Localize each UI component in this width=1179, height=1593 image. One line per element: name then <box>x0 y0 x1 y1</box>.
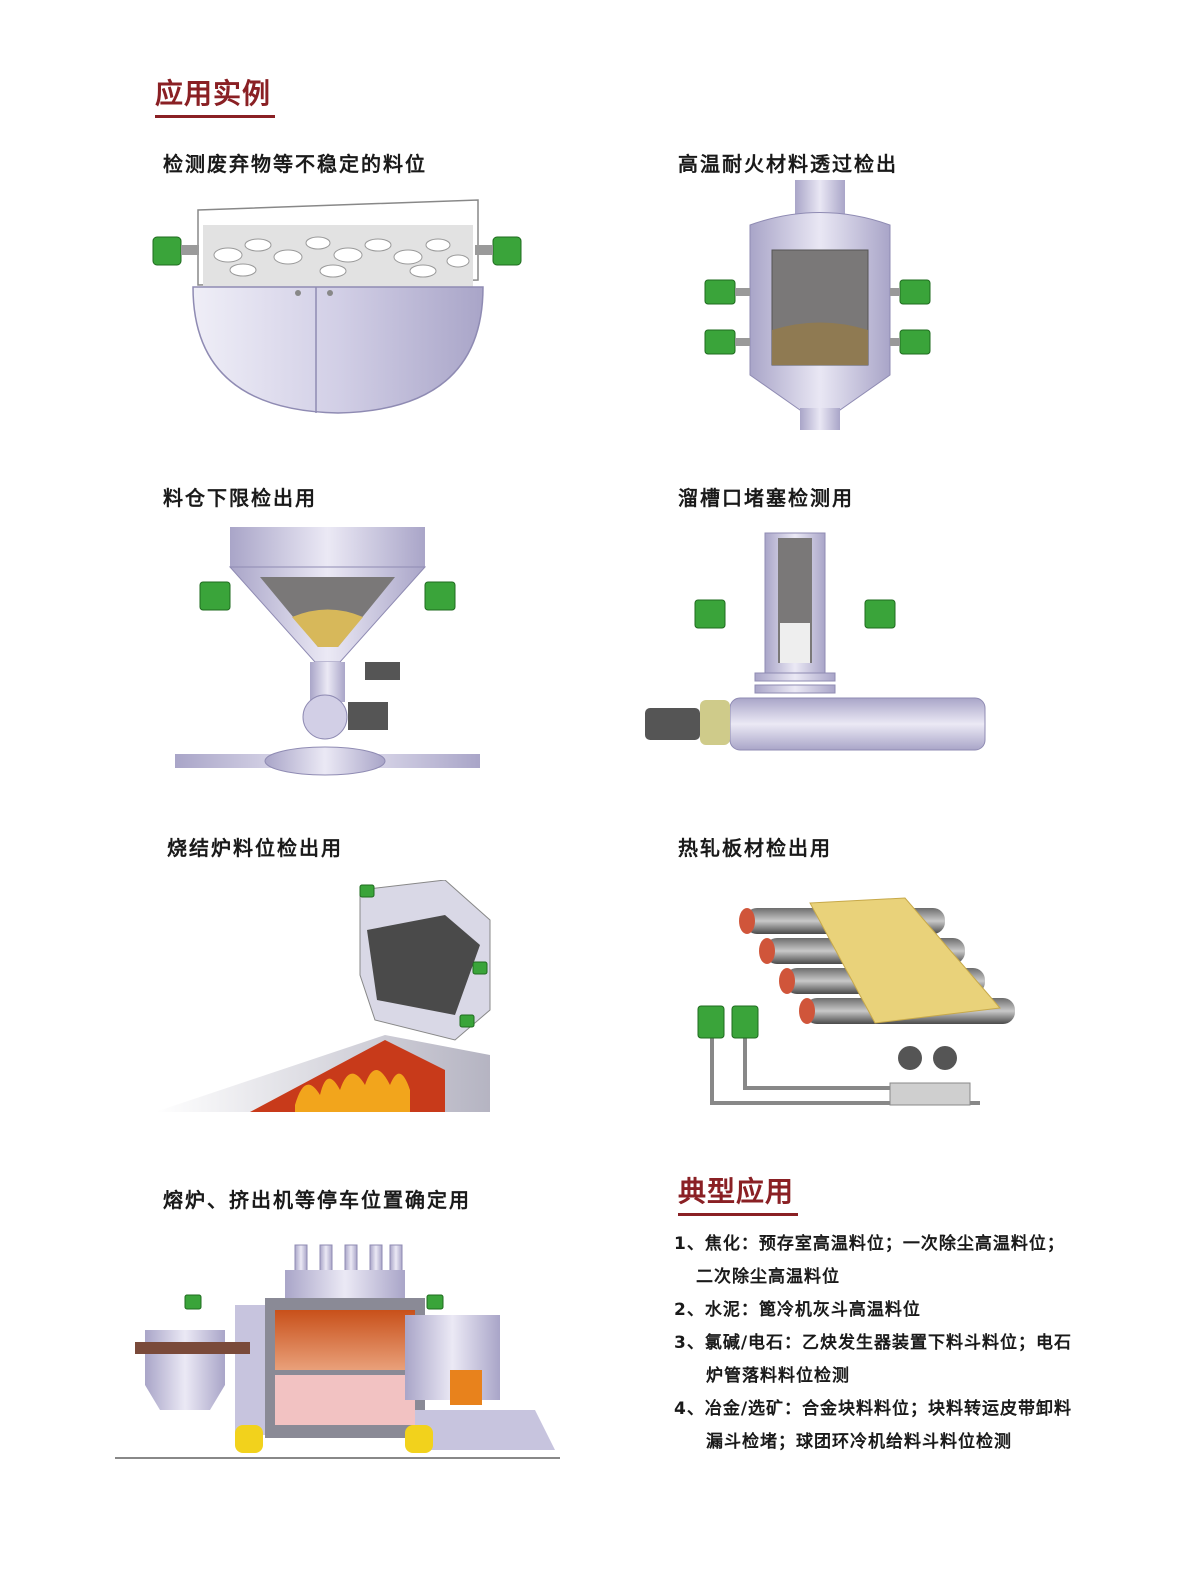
caption-refractory: 高温耐火材料透过检出 <box>678 152 898 176</box>
list-item: 4、冶金/选矿：合金块料料位；块料转运皮带卸料 <box>674 1399 1073 1419</box>
typical-applications-title: 典型应用 <box>678 1170 799 1216</box>
list-item: 2、水泥：篦冷机灰斗高温料位 <box>674 1300 921 1320</box>
list-item: 1、焦化：预存室高温料位；一次除尘高温料位； <box>674 1234 1065 1254</box>
illustration-waste-bin <box>152 199 522 414</box>
illustration-silo-hopper <box>175 527 480 776</box>
list-item: 炉管落料料位检测 <box>706 1366 850 1386</box>
caption-hot-rolled-plate: 热轧板材检出用 <box>678 836 832 860</box>
illustration-melting-furnace <box>115 1244 560 1459</box>
caption-chute-blockage: 溜槽口堵塞检测用 <box>678 486 854 510</box>
caption-waste-level: 检测废弃物等不稳定的料位 <box>163 152 427 176</box>
caption-sinter-furnace: 烧结炉料位检出用 <box>167 836 343 860</box>
illustration-sinter-furnace <box>155 880 491 1112</box>
caption-silo-lower-limit: 料仓下限检出用 <box>163 486 317 510</box>
section-title: 应用实例 <box>155 72 276 118</box>
list-item: 漏斗检堵；球团环冷机给料斗料位检测 <box>706 1432 1012 1452</box>
typical-applications-list: 1、焦化：预存室高温料位；一次除尘高温料位； 二次除尘高温料位 2、水泥：篦冷机… <box>674 1228 1144 1459</box>
list-item: 3、氯碱/电石：乙炔发生器装置下料斗料位；电石 <box>674 1333 1073 1353</box>
illustration-refractory-vessel <box>704 180 931 430</box>
illustration-chute <box>645 532 986 751</box>
list-item: 二次除尘高温料位 <box>696 1267 840 1287</box>
illustration-hot-rolled-plate <box>697 897 1015 1106</box>
caption-furnace-stop-position: 熔炉、挤出机等停车位置确定用 <box>163 1188 471 1212</box>
